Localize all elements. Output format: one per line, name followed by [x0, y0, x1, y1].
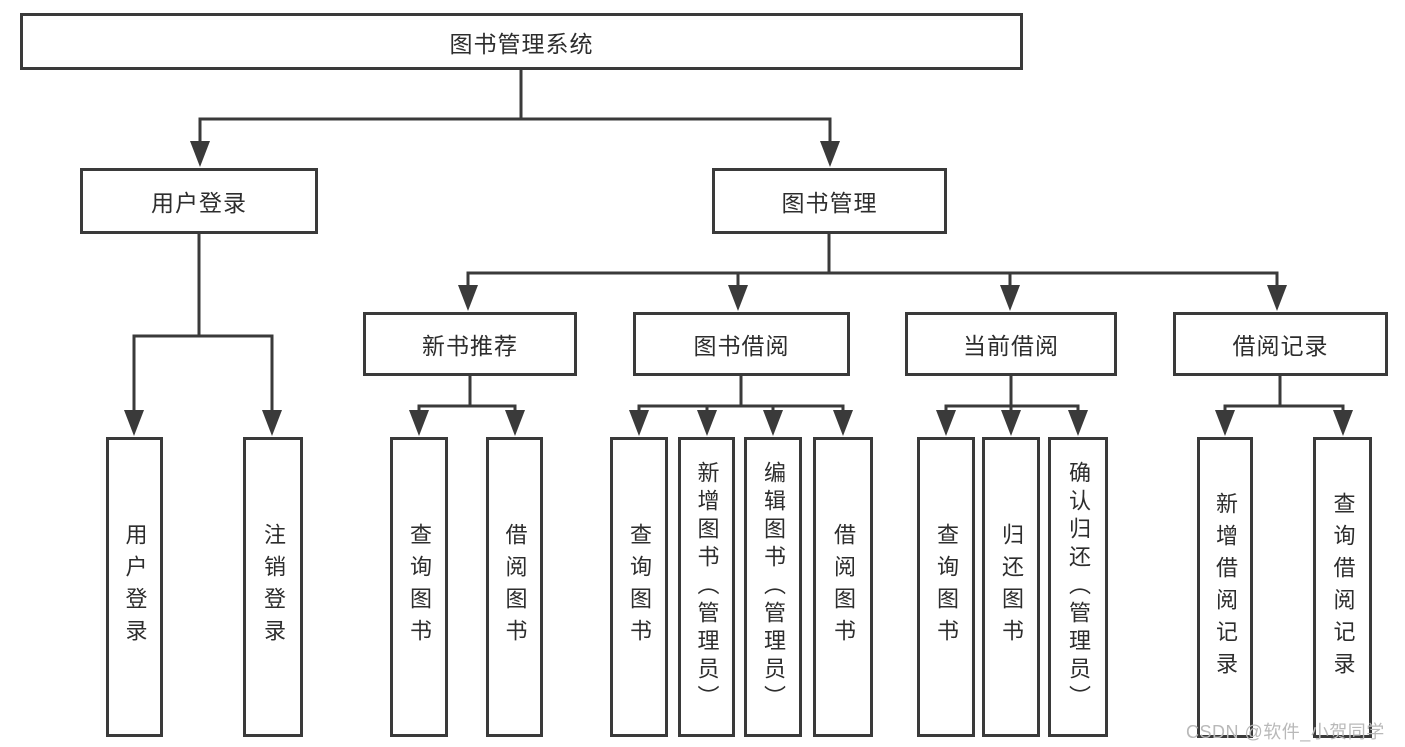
node-root-label: 图书管理系统	[449, 30, 594, 57]
node-records: 借阅记录	[1173, 312, 1388, 376]
node-records-label: 借阅记录	[1232, 333, 1329, 359]
node-bw-borrow-label: 借阅图书	[831, 523, 856, 651]
connector-borrow-children	[629, 374, 853, 436]
node-logout: 注销登录	[243, 437, 303, 737]
node-rec-query-label: 查询借阅记录	[1330, 491, 1356, 684]
node-book-mgmt-label: 图书管理	[781, 190, 878, 216]
node-cur-query-label: 查询图书	[934, 523, 959, 651]
connector-book-mgmt-children	[458, 232, 1287, 311]
connector-current-children	[936, 374, 1088, 436]
csdn-watermark: CSDN @软件_小贺同学	[1186, 722, 1385, 742]
connector-user-login-children	[124, 232, 282, 436]
node-login-label: 用户登录	[122, 523, 148, 651]
node-nb-query-label: 查询图书	[407, 523, 432, 651]
node-borrow-label: 图书借阅	[693, 333, 790, 359]
node-bw-edit-label: 编辑图书（管理员）	[761, 461, 786, 713]
node-bw-add-label: 新增图书（管理员）	[694, 461, 720, 713]
node-cur-confirm-label: 确认归还（管理员）	[1066, 461, 1091, 713]
node-bw-add: 新增图书（管理员）	[678, 437, 735, 737]
node-logout-label: 注销登录	[261, 523, 286, 651]
node-cur-return-label: 归还图书	[999, 523, 1024, 651]
node-cur-confirm: 确认归还（管理员）	[1048, 437, 1108, 737]
node-rec-add: 新增借阅记录	[1197, 437, 1253, 738]
connector-new-books-children	[409, 374, 525, 436]
connector-records-children	[1215, 374, 1353, 436]
node-borrow: 图书借阅	[633, 312, 850, 376]
node-login: 用户登录	[106, 437, 163, 737]
node-nb-borrow-label: 借阅图书	[502, 523, 528, 651]
node-new-books: 新书推荐	[363, 312, 577, 376]
node-bw-edit: 编辑图书（管理员）	[744, 437, 802, 737]
node-current-label: 当前借阅	[963, 333, 1059, 359]
node-cur-query: 查询图书	[917, 437, 975, 737]
node-nb-borrow: 借阅图书	[486, 437, 543, 737]
node-user-login-label: 用户登录	[151, 190, 247, 216]
node-cur-return: 归还图书	[982, 437, 1040, 737]
node-user-login: 用户登录	[80, 168, 318, 234]
node-new-books-label: 新书推荐	[422, 333, 518, 359]
connector-root-to-level2	[190, 68, 840, 167]
node-bw-query: 查询图书	[610, 437, 668, 737]
node-current: 当前借阅	[905, 312, 1117, 376]
node-bw-query-label: 查询图书	[627, 523, 652, 651]
node-rec-query: 查询借阅记录	[1313, 437, 1372, 738]
node-root: 图书管理系统	[20, 13, 1023, 70]
node-book-mgmt: 图书管理	[712, 168, 947, 234]
node-bw-borrow: 借阅图书	[813, 437, 873, 737]
node-nb-query: 查询图书	[390, 437, 448, 737]
node-rec-add-label: 新增借阅记录	[1213, 491, 1238, 684]
